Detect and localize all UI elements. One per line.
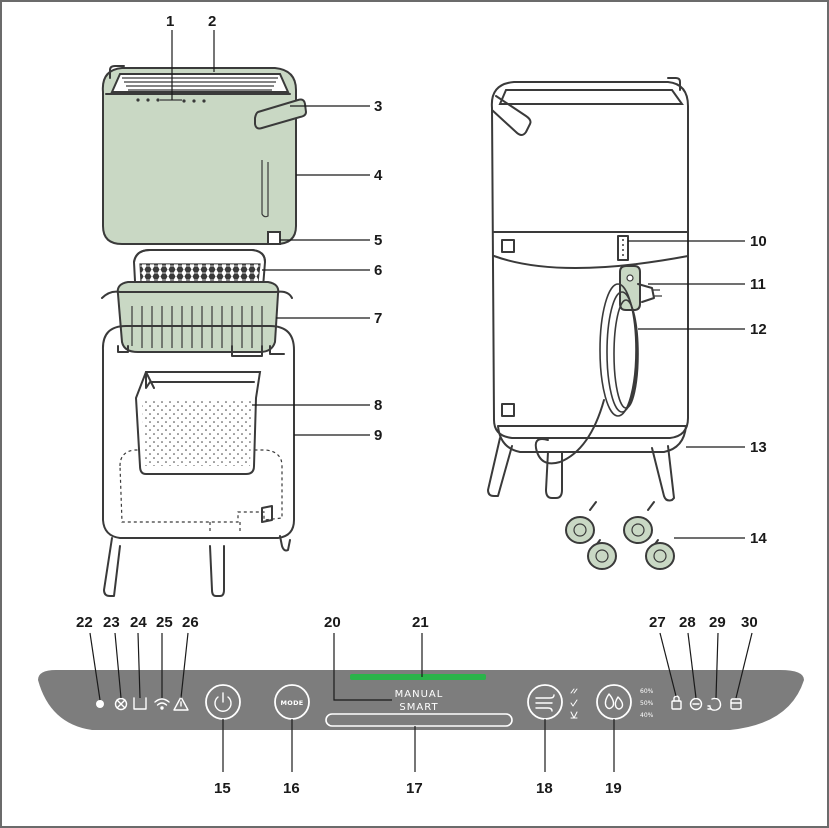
dot-indicator-icon xyxy=(96,700,104,708)
air-quality-light-bar xyxy=(350,674,486,680)
callout-numbers: 1 2 3 4 5 6 7 8 9 10 11 12 13 14 15 16 1… xyxy=(76,13,767,797)
fan-slider[interactable] xyxy=(325,713,513,727)
hepa-filter xyxy=(134,371,262,475)
sleep-icon xyxy=(707,697,722,711)
exploded-purifier xyxy=(101,65,308,597)
upper-housing xyxy=(101,65,308,245)
callout-18: 18 xyxy=(536,780,553,797)
humidity-60: 60% xyxy=(640,688,654,695)
callout-20: 20 xyxy=(324,614,341,631)
callout-7: 7 xyxy=(374,310,382,327)
callout-13: 13 xyxy=(750,439,767,456)
smart-label: SMART xyxy=(399,702,438,713)
callout-26: 26 xyxy=(182,614,199,631)
callout-21: 21 xyxy=(412,614,429,631)
manual-label: MANUAL xyxy=(395,689,444,700)
humidity-drop-icon xyxy=(604,693,624,710)
callout-3: 3 xyxy=(374,98,382,115)
callout-25: 25 xyxy=(156,614,173,631)
fan-speed-icon xyxy=(535,694,555,712)
leader-lines xyxy=(89,30,753,772)
mode-label: MODE xyxy=(280,699,303,707)
control-panel: MODE MANUAL SMART 60% 50% 40% xyxy=(38,670,804,730)
callout-9: 9 xyxy=(374,427,382,444)
warning-icon xyxy=(173,696,189,711)
power-icon xyxy=(214,692,232,712)
castor-wheels xyxy=(565,501,675,570)
callout-11: 11 xyxy=(750,276,766,293)
callout-14: 14 xyxy=(750,530,767,547)
water-tank-icon xyxy=(133,697,147,710)
callout-17: 17 xyxy=(406,780,423,797)
callout-28: 28 xyxy=(679,614,696,631)
callout-2: 2 xyxy=(208,13,216,30)
assembled-purifier xyxy=(487,77,689,570)
wifi-icon xyxy=(154,698,170,710)
callout-1: 1 xyxy=(166,13,174,30)
filter-icon xyxy=(114,697,128,711)
callout-23: 23 xyxy=(103,614,120,631)
prefilter-tray xyxy=(101,281,293,353)
callout-27: 27 xyxy=(649,614,666,631)
callout-30: 30 xyxy=(741,614,758,631)
callout-22: 22 xyxy=(76,614,93,631)
cord-clip xyxy=(619,265,662,311)
callout-6: 6 xyxy=(374,262,382,279)
lock-icon xyxy=(671,695,682,710)
callout-12: 12 xyxy=(750,321,767,338)
humidity-50: 50% xyxy=(640,700,654,707)
callout-10: 10 xyxy=(750,233,767,250)
callout-8: 8 xyxy=(374,397,382,414)
callout-29: 29 xyxy=(709,614,726,631)
tank-empty-icon xyxy=(730,698,742,710)
callout-19: 19 xyxy=(605,780,622,797)
fan-speed-levels xyxy=(570,688,578,719)
callout-24: 24 xyxy=(130,614,147,631)
minus-circle-icon xyxy=(689,697,703,711)
lower-housing xyxy=(101,325,295,597)
callout-15: 15 xyxy=(214,780,231,797)
callout-16: 16 xyxy=(283,780,300,797)
humidity-40: 40% xyxy=(640,712,654,719)
callout-5: 5 xyxy=(374,232,382,249)
callout-4: 4 xyxy=(374,167,383,184)
